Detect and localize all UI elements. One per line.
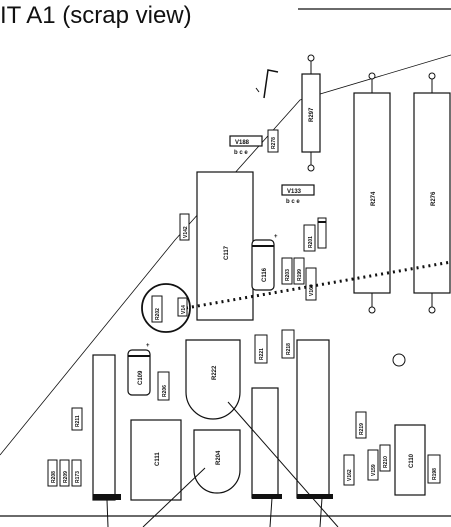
r278-body [267,129,279,153]
v133-pins: b c e [286,199,300,205]
leader-line-2 [142,467,206,527]
r211-label: R211 [75,415,81,427]
c110-body [394,424,426,496]
r201-label: R201 [308,236,314,248]
v160-label: V160 [309,284,315,296]
r278-label: R278 [271,137,277,149]
r210-label: R210 [383,456,389,468]
v14-label: V14 [181,305,187,314]
r209-body [59,459,70,487]
c116-label: C116 [262,267,268,282]
r198-body [427,454,441,484]
connector-middle [251,387,279,499]
r204-label: R204 [216,450,222,465]
r203-label: R203 [285,269,291,281]
c109-plus: + [146,343,150,349]
r274-body [353,92,391,294]
v188-pins: b c e [234,150,248,156]
bracket-mark [263,69,279,99]
r206-body [157,371,170,401]
r208-body [47,459,58,487]
leader-line-3 [269,497,273,527]
c111-body [130,419,182,501]
r219-body [355,411,367,439]
r173-body [71,459,82,487]
c117-body [196,171,254,321]
r206-label: R206 [162,385,168,397]
r221-body [254,334,268,364]
v162-body [343,454,355,486]
leader-line-1 [106,499,109,527]
r218-body [281,329,295,359]
r202-highlight-circle [141,283,191,333]
r276-body [413,92,451,294]
r276-pad-bottom [428,306,436,314]
v142-label: V142 [183,226,189,238]
r297-pad-top [307,54,315,62]
c117-label: C117 [224,245,230,260]
r199-body [293,257,305,285]
v14-body [177,297,188,317]
r199-label: R199 [297,269,303,281]
r203-body [281,257,293,285]
c111-label: C111 [155,452,161,466]
r201-body [303,224,316,252]
c116-body [251,239,275,291]
leader-line-5 [319,497,323,527]
r221-label: R221 [259,348,265,360]
r276-pad-top [428,72,436,80]
r218-label: R218 [286,343,292,355]
c109-body [127,349,151,396]
page-title: IT A1 (scrap view) [0,2,192,29]
r208-label: R208 [51,471,57,483]
r297-label: R297 [309,107,315,122]
r274-pad-bottom [368,306,376,314]
r209-label: R209 [63,471,69,483]
c110-label: C110 [409,453,415,468]
r297-body [301,73,321,153]
v188-label: V188 [235,140,250,146]
r219-label: R219 [359,423,365,435]
r274-label: R274 [371,191,377,206]
r201-diode [317,217,327,249]
r222-body [185,339,241,420]
r274-pad-top [368,72,376,80]
v188-body [229,135,263,147]
connector-right [296,339,330,499]
v159-label: V159 [371,464,377,476]
connector-right-base [297,494,333,499]
r202-body [151,295,163,323]
r276-label: R276 [431,191,437,206]
connector-left-base [93,494,121,500]
c109-label: C109 [138,370,144,385]
r202-label: R202 [155,308,161,320]
v142-body [179,213,190,241]
r211-body [71,407,83,431]
connector-left [92,354,116,501]
r222-label: R222 [212,365,218,380]
leader-line-4 [227,401,339,527]
v162-label: V162 [347,469,353,481]
r297-pad-bottom [307,164,315,172]
c116-plus: + [274,234,278,240]
r198-label: R198 [432,468,438,480]
board-outline [0,54,451,456]
mounting-hole [392,353,406,367]
tick-mark [255,87,260,93]
r210-body [379,444,391,472]
v133-label: V133 [287,189,302,195]
r173-label: R173 [75,471,81,483]
connector-middle-base [252,494,282,499]
v159-body [367,449,379,481]
v133-body [281,184,315,196]
